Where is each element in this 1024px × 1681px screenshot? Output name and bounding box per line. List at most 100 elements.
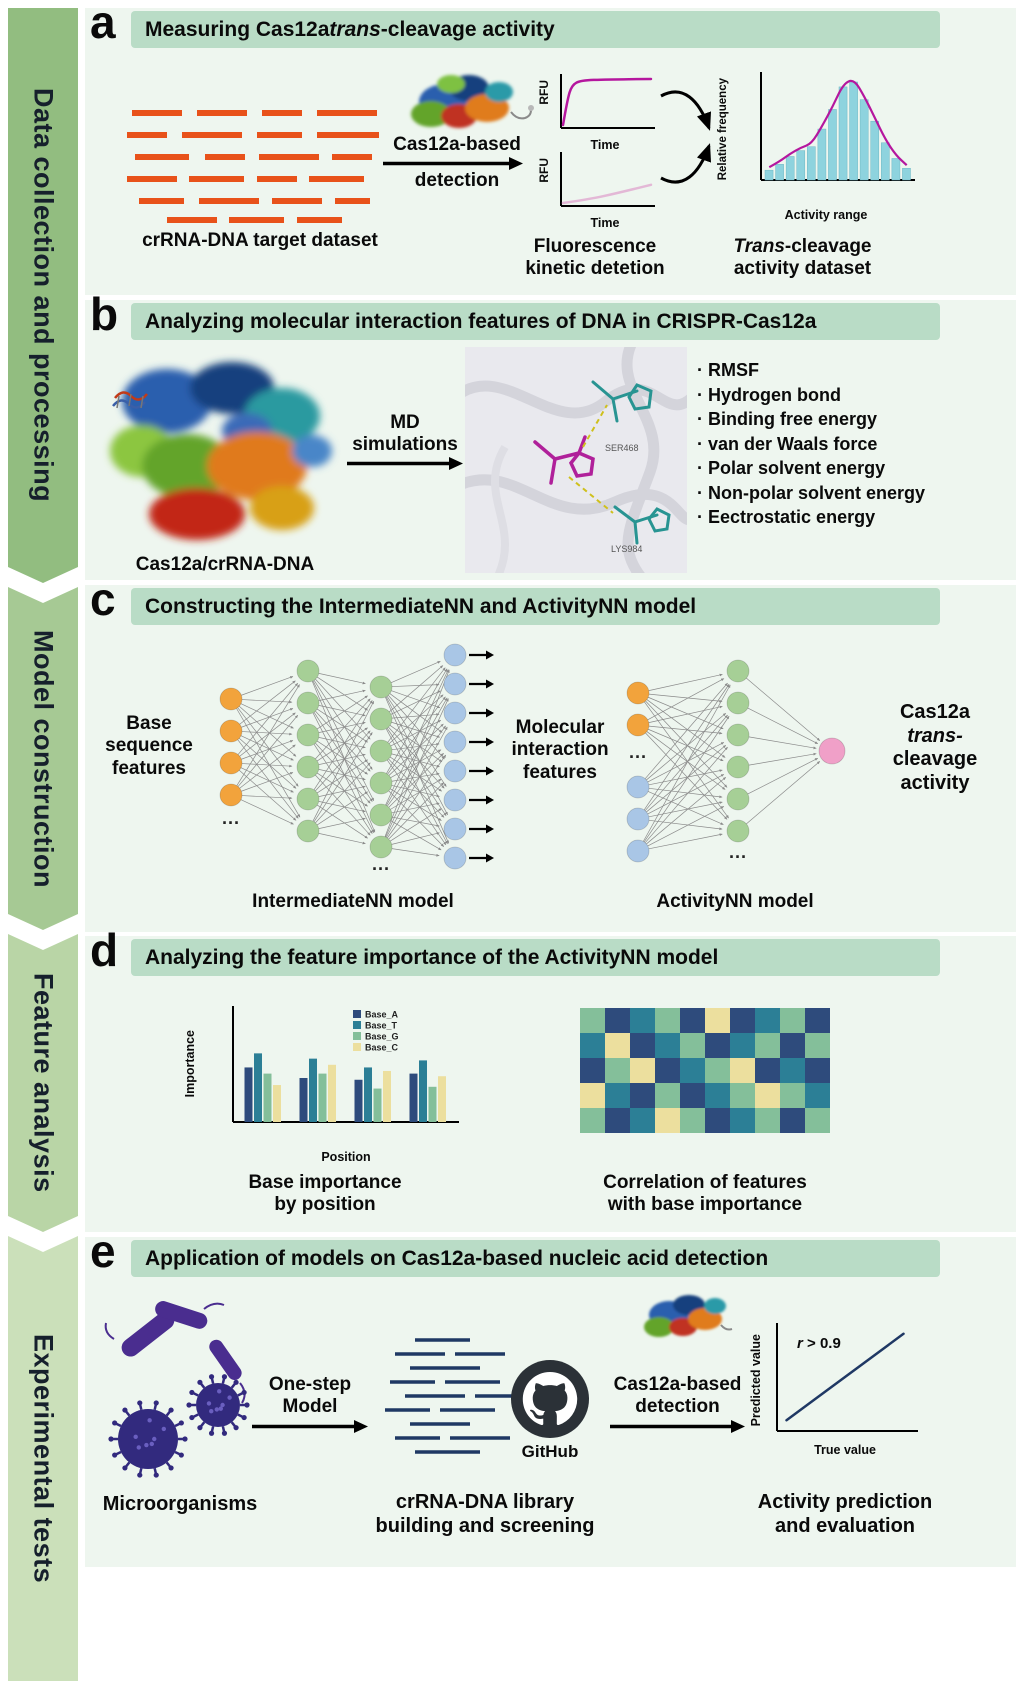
panel-e-title: Application of models on Cas12a-based nu… <box>131 1240 940 1277</box>
predicted-value-axis-label: Predicted value <box>749 1334 763 1427</box>
detection-arrow-label-2: detection <box>635 1396 720 1417</box>
kinetic-plot-fast <box>560 74 655 129</box>
detection-arrow-label-1: Cas12a-based <box>613 1374 742 1395</box>
virus-icon <box>108 1400 188 1478</box>
figure-main: a Measuring Cas12a trans-cleavage activi… <box>85 0 1016 1681</box>
arrow-right-icon <box>347 457 463 470</box>
interaction-features-label: Molecular interaction features <box>511 717 609 783</box>
time-axis-label: Time <box>590 138 620 152</box>
md-feature-list: · RMSF · Hydrogen bond · Binding free en… <box>697 358 925 530</box>
sidebar-label: Feature analysis <box>28 973 59 1193</box>
svg-text:Base_G: Base_G <box>365 1032 399 1042</box>
panel-d-title: Analyzing the feature importance of the … <box>131 939 940 976</box>
sidebar-section-data-collection: Data collection and processing <box>8 8 78 583</box>
dataset-label: crRNA-DNA target dataset <box>142 230 378 251</box>
one-step-arrow-label-1: One-step <box>268 1374 352 1395</box>
title-text: Measuring Cas12a <box>145 17 330 41</box>
importance-axis-label: Importance <box>183 1030 197 1098</box>
panel-d-letter: d <box>90 924 119 976</box>
correlation-caption: Correlation of features with base import… <box>603 1172 807 1216</box>
panel-a: a Measuring Cas12a trans-cleavage activi… <box>85 0 1016 295</box>
panel-e-body: Microorganisms One-step Model <box>85 1279 1016 1567</box>
fluorescence-caption: Fluorescence kinetic detetion <box>525 236 665 280</box>
panel-a-header: a Measuring Cas12a trans-cleavage activi… <box>85 0 1016 50</box>
panel-a-body: crRNA-DNA target dataset Cas12a-based <box>85 50 1016 295</box>
md-simulation-snapshot: SER468 LYS984 <box>465 347 687 573</box>
list-item: · van der Waals force <box>697 433 878 454</box>
panel-e-letter: e <box>90 1225 116 1277</box>
kinetic-plot-slow <box>560 152 655 207</box>
sidebar-section-experimental-tests: Experimental tests <box>8 1236 78 1681</box>
list-item: · Eectrostatic energy <box>697 507 876 527</box>
one-step-arrow-label-2: Model <box>282 1396 338 1417</box>
list-item: · Polar solvent energy <box>697 458 886 478</box>
rfu-axis-label: RFU <box>537 80 551 105</box>
panel-e-header: e Application of models on Cas12a-based … <box>85 1228 1016 1279</box>
curved-arrows-icon <box>660 90 712 184</box>
sidebar-section-feature-analysis: Feature analysis <box>8 934 78 1232</box>
list-item: · RMSF <box>697 360 760 380</box>
svg-text:···: ··· <box>222 813 240 833</box>
md-arrow-label-2: simulations <box>352 434 458 455</box>
base-importance-caption: Base importance by position <box>248 1172 402 1216</box>
sidebar-section-model-construction: Model construction <box>8 587 78 930</box>
list-item: · Binding free energy <box>697 409 878 429</box>
arrow-right-icon <box>252 1420 368 1433</box>
github-label: GitHub <box>521 1442 579 1461</box>
title-italic: trans <box>329 17 381 41</box>
intermediatenn-diagram: ······ <box>219 643 494 879</box>
sidebar-label: Data collection and processing <box>28 88 59 503</box>
sidebar-label: Model construction <box>28 629 59 888</box>
panel-c-body: Base sequence features ······ Intermedia… <box>85 627 1016 932</box>
microorganisms-illustration <box>104 1301 250 1478</box>
panel-c-title: Constructing the IntermediateNN and Acti… <box>131 588 940 625</box>
position-axis-label: Position <box>321 1150 371 1164</box>
activitynn-label: ActivityNN model <box>656 891 814 912</box>
svg-text:···: ··· <box>629 747 647 767</box>
activity-histogram <box>760 72 915 181</box>
panel-a-letter: a <box>90 0 116 48</box>
intermediatenn-label: IntermediateNN model <box>252 891 454 912</box>
crrna-library-illustration <box>385 1338 515 1454</box>
true-value-axis-label: True value <box>814 1443 876 1457</box>
cas12a-protein-icon <box>411 75 534 128</box>
svg-text:Base_T: Base_T <box>365 1021 398 1031</box>
histogram-x-label: Activity range <box>784 208 868 222</box>
md-arrow-label-1: MD <box>390 412 420 433</box>
residue-label: LYS984 <box>611 544 642 554</box>
github-icon <box>511 1360 589 1438</box>
arrow-right-icon <box>383 157 523 170</box>
title-text: Analyzing molecular interaction features… <box>145 309 817 333</box>
prediction-plot <box>776 1323 918 1432</box>
panel-c-letter: c <box>90 573 116 625</box>
time-axis-label: Time <box>590 216 620 230</box>
virus-icon <box>186 1374 250 1436</box>
microorganisms-label: Microorganisms <box>102 1493 258 1515</box>
cas12a-protein-icon <box>644 1295 733 1337</box>
crrna-dna-dataset-illustration <box>127 110 379 223</box>
svg-text:Base_C: Base_C <box>365 1043 399 1053</box>
evaluation-caption: Activity prediction and evaluation <box>757 1491 933 1537</box>
panel-b-title: Analyzing molecular interaction features… <box>131 303 940 340</box>
activitynn-diagram: ··· ··· <box>626 659 846 867</box>
cleavage-activity-label: Cas12a trans- cleavage activity <box>892 701 978 794</box>
histogram-y-label: Relative frequency <box>717 78 729 181</box>
svg-text:···: ··· <box>729 847 747 867</box>
detection-arrow-label-2: detection <box>414 170 500 191</box>
panel-b-body: Cas12a/crRNA-DNA MD simulations <box>85 342 1016 580</box>
panel-b: b Analyzing molecular interaction featur… <box>85 291 1016 580</box>
list-item: · Non-polar solvent energy <box>697 482 926 503</box>
panel-c: c Constructing the IntermediateNN and Ac… <box>85 576 1016 932</box>
detection-arrow-label-1: Cas12a-based <box>393 134 521 155</box>
arrow-right-icon <box>610 1420 745 1433</box>
title-text: Application of models on Cas12a-based nu… <box>145 1246 769 1270</box>
panel-c-header: c Constructing the IntermediateNN and Ac… <box>85 576 1016 627</box>
workflow-sidebar: Data collection and processing Model con… <box>8 8 78 1681</box>
title-text: Analyzing the feature importance of the … <box>145 945 719 969</box>
feature-correlation-heatmap <box>580 1008 830 1133</box>
list-item: · Hydrogen bond <box>697 384 842 405</box>
cas12a-crrna-dna-structure <box>110 362 332 540</box>
